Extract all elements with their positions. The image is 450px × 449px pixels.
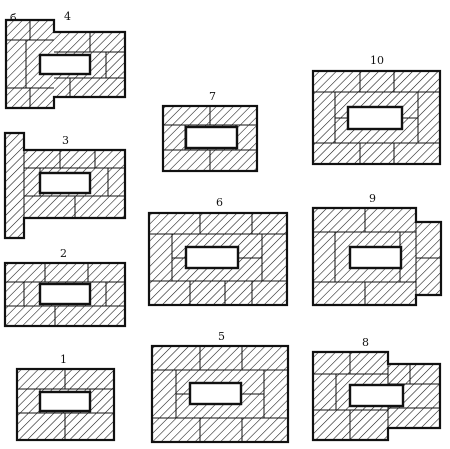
label-2: 2 — [60, 247, 67, 260]
figure-10: 10 — [311, 54, 442, 166]
label-4: 4 — [64, 10, 71, 23]
figure-6-opening — [184, 245, 240, 270]
figure-4-joints — [6, 20, 125, 108]
figure-8-opening — [348, 383, 405, 408]
figure-4: б 4 — [4, 10, 127, 110]
figure-9-opening — [348, 245, 403, 270]
figure-8: 8 — [311, 336, 442, 442]
label-7: 7 — [209, 90, 216, 103]
figure-5-opening — [188, 381, 243, 406]
label-8: 8 — [362, 336, 369, 349]
label-3: 3 — [62, 134, 69, 147]
label-1: 1 — [60, 353, 67, 366]
figure-3-opening — [38, 171, 92, 195]
figure-7: 7 — [161, 90, 259, 173]
figure-3: 3 — [3, 131, 127, 240]
figure-2-joints — [5, 263, 125, 326]
figure-1: 1 — [15, 353, 116, 442]
label-9: 9 — [369, 192, 376, 205]
figure-2-opening — [38, 282, 92, 306]
figure-10-opening — [346, 105, 404, 131]
figure-2: 2 — [3, 247, 127, 328]
label-b: б — [10, 12, 17, 25]
figure-7-opening — [184, 125, 239, 150]
figure-4-opening — [38, 53, 92, 76]
figure-9: 9 — [311, 192, 443, 307]
label-6: 6 — [216, 196, 223, 209]
figure-6: 6 — [147, 196, 289, 307]
label-10: 10 — [370, 54, 384, 67]
figure-1-joints — [17, 369, 114, 440]
figure-5: 5 — [150, 330, 290, 444]
figure-1-opening — [38, 390, 92, 413]
label-5: 5 — [218, 330, 225, 343]
